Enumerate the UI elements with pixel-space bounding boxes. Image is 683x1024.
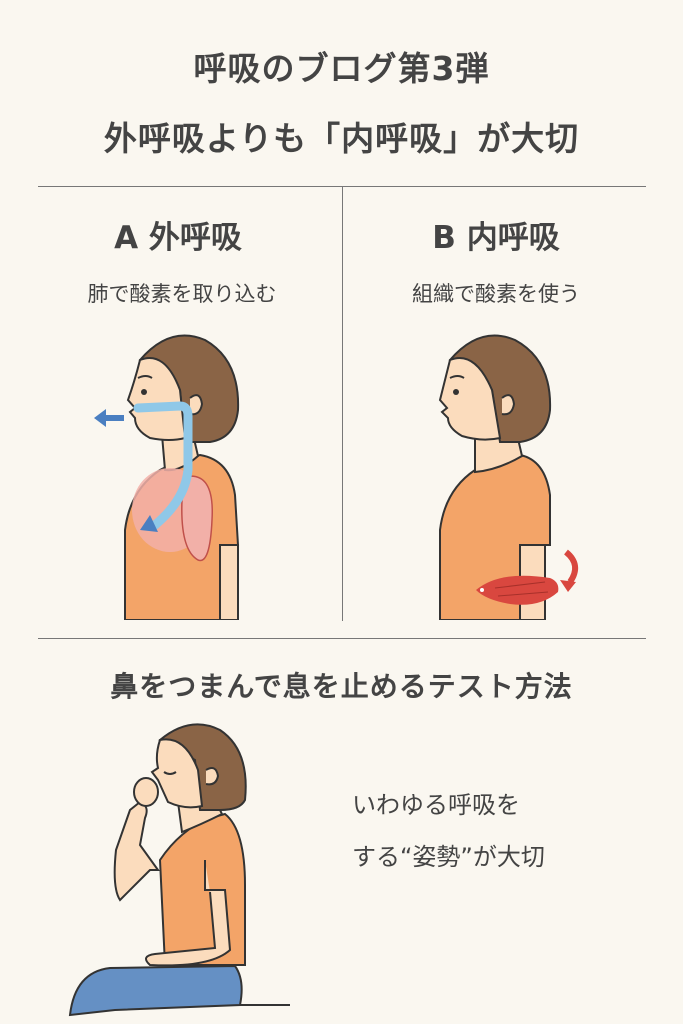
- divider-top: [38, 186, 646, 187]
- external-respiration-illustration: [94, 334, 240, 620]
- nose-pinch-test-illustration: [68, 723, 290, 1017]
- column-a-subtitle: 肺で酸素を取り込む: [87, 282, 277, 306]
- column-b-title: B 内呼吸: [432, 220, 560, 256]
- divider-vertical: [342, 187, 343, 621]
- divider-bottom: [38, 638, 646, 639]
- internal-respiration-illustration: [438, 334, 579, 620]
- test-section-title: 鼻をつまんで息を止めるテスト方法: [110, 670, 573, 703]
- posture-note-line2: する“姿勢”が大切: [352, 843, 545, 871]
- column-b-subtitle: 組織で酸素を使う: [412, 282, 580, 306]
- posture-note-line1: いわゆる呼吸を: [352, 791, 520, 819]
- column-a-title: A 外呼吸: [114, 220, 242, 256]
- page-title: 呼吸のブログ第3弾: [193, 49, 490, 88]
- page-subtitle: 外呼吸よりも「内呼吸」が大切: [103, 119, 580, 158]
